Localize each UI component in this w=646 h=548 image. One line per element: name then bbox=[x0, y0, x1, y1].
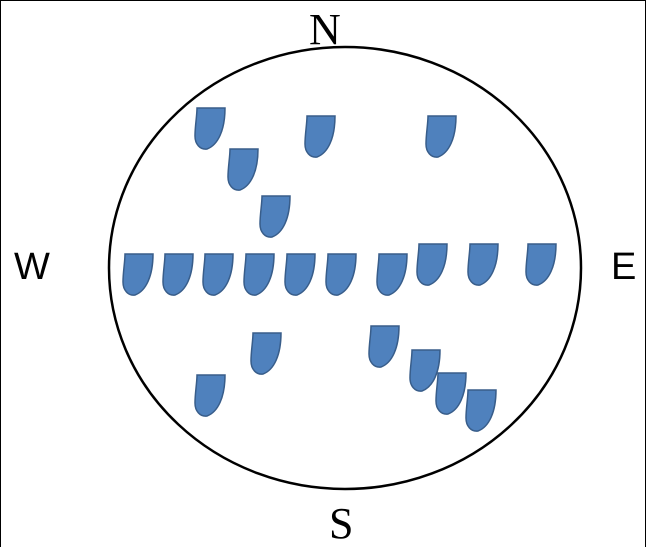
shield-icon bbox=[465, 389, 497, 432]
shield-icon bbox=[435, 372, 467, 415]
shield-icon bbox=[194, 374, 226, 417]
shield-icon bbox=[250, 332, 282, 375]
shield-icon bbox=[259, 195, 291, 238]
shield-icon bbox=[122, 253, 154, 296]
shield-icon bbox=[425, 115, 457, 158]
shield-icon bbox=[243, 253, 275, 296]
shield-icon bbox=[325, 253, 357, 296]
shield-icon bbox=[284, 253, 316, 296]
shield-icon bbox=[304, 115, 336, 158]
shield-icon bbox=[368, 325, 400, 368]
east-label: E bbox=[611, 246, 637, 288]
shield-icon bbox=[202, 253, 234, 296]
shield-icon bbox=[525, 243, 557, 286]
shield-icon bbox=[416, 243, 448, 286]
shield-icon bbox=[467, 243, 499, 286]
north-label: N bbox=[309, 5, 341, 54]
shield-icon bbox=[194, 107, 226, 150]
shield-icon bbox=[376, 253, 408, 296]
shield-icon bbox=[409, 349, 441, 392]
south-label: S bbox=[329, 499, 354, 548]
west-label: W bbox=[14, 246, 50, 288]
marker-group bbox=[122, 107, 557, 432]
sky-circle bbox=[107, 45, 583, 491]
shield-icon bbox=[162, 253, 194, 296]
shield-icon bbox=[227, 148, 259, 191]
